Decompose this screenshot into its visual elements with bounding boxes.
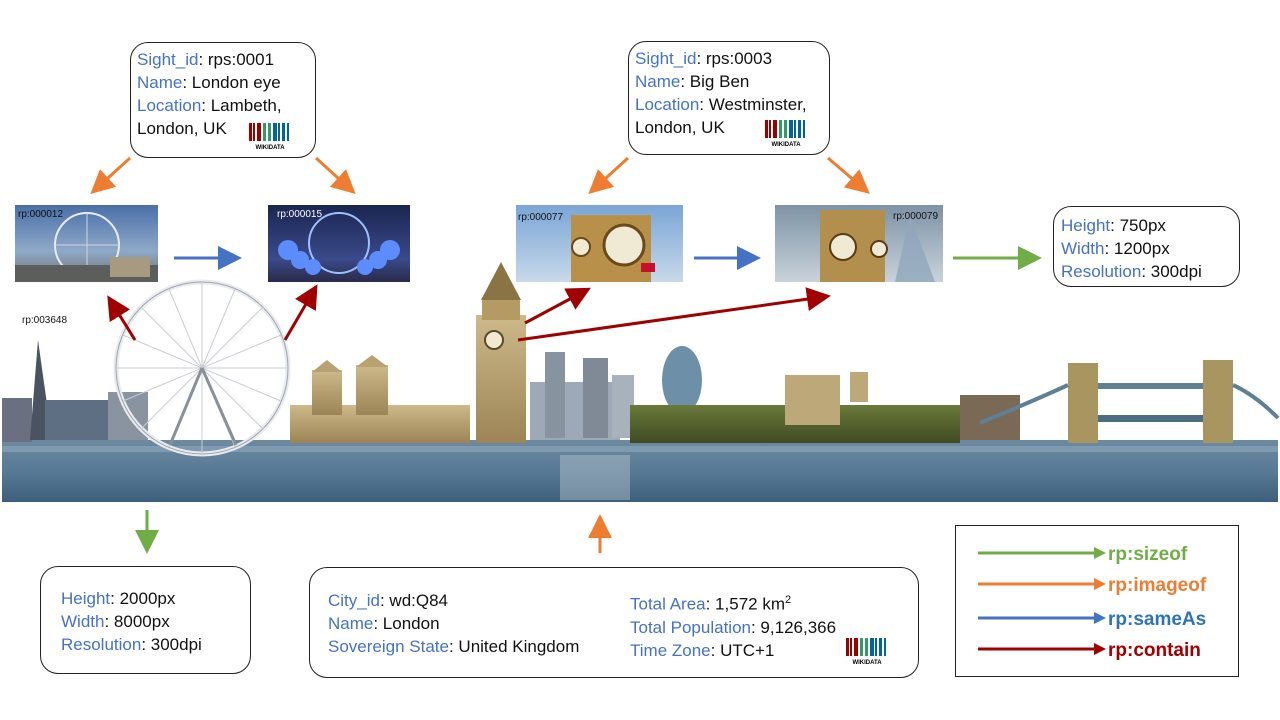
legend-label-contain: rp:contain: [1108, 640, 1201, 661]
time-zone-key: Time Zone: [630, 640, 711, 660]
sight-id-key: Sight_id: [635, 49, 697, 68]
resolution-key: Resolution: [61, 635, 142, 654]
height-key: Height: [1061, 216, 1111, 235]
legend-item-sameas: rp:sameAs: [956, 605, 1238, 635]
city-box: City_id: wd:Q84 Name: London Sovereign S…: [309, 567, 919, 678]
city-id-key: City_id: [328, 591, 380, 610]
total-area-key: Total Area: [630, 594, 706, 614]
wikidata-logo-icon: WIKIDATA: [844, 638, 890, 666]
arrow-imageof-ben1: [588, 156, 630, 195]
wikidata-logo-text: WIKIDATA: [852, 660, 882, 666]
location-value-line2: London, UK: [635, 118, 725, 137]
arrow-imageof-eye1: [90, 156, 132, 195]
contain-arrows: [107, 284, 831, 342]
width-value: : 1200px: [1104, 239, 1170, 258]
london-eye-thumbnail-1: [15, 205, 158, 282]
size-box-small: Height: 750px Width: 1200px Resolution: …: [1053, 206, 1240, 287]
arrow-contain-ben1: [524, 287, 591, 325]
time-zone-value: : UTC+1: [710, 640, 775, 660]
height-value: : 750px: [1110, 216, 1166, 235]
legend-item-contain: rp:contain: [956, 636, 1238, 666]
big-ben-thumbnail-2: [775, 205, 943, 282]
rp-label-000077: rp:000077: [518, 212, 564, 223]
rp-label-000012: rp:000012: [18, 209, 64, 220]
arrow-imageof-ben2: [827, 156, 870, 194]
wikidata-logo-icon: WIKIDATA: [247, 123, 293, 151]
london-eye-thumbnail-2: [268, 205, 410, 282]
wikidata-logo-text: WIKIDATA: [255, 145, 285, 151]
total-population-key: Total Population: [630, 617, 751, 637]
legend-label-imageof: rp:imageof: [1108, 575, 1207, 596]
city-name-key: Name: [328, 614, 374, 633]
name-key: Name: [137, 73, 183, 92]
resolution-value: : 300dpi: [141, 635, 202, 654]
rp-label-003648: rp:003648: [22, 315, 68, 326]
resolution-value: : 300dpi: [1141, 262, 1202, 281]
rp-label-000079: rp:000079: [893, 211, 939, 222]
height-key: Height: [61, 589, 111, 608]
location-key: Location: [137, 96, 202, 115]
big-ben-thumbnail-1: [516, 205, 683, 282]
sight-id-value: : rps:0003: [696, 49, 773, 68]
wikidata-logo-text: WIKIDATA: [771, 142, 801, 148]
arrow-contain-eye1: [107, 295, 137, 341]
arrow-contain-ben2: [517, 287, 831, 342]
sovereign-state-key: Sovereign State: [328, 637, 449, 656]
city-id-value: : wd:Q84: [379, 591, 449, 610]
width-key: Width: [61, 612, 105, 631]
resolution-key: Resolution: [1061, 262, 1142, 281]
legend-item-sizeof: rp:sizeof: [956, 540, 1238, 570]
legend: rp:sizeof rp:imageof rp:sameAs rp:contai…: [955, 525, 1239, 677]
height-value: : 2000px: [110, 589, 176, 608]
size-box-large: Height: 2000px Width: 8000px Resolution:…: [40, 566, 251, 674]
location-key: Location: [635, 95, 700, 114]
sight-id-value: : rps:0001: [198, 50, 275, 69]
legend-label-sizeof: rp:sizeof: [1108, 544, 1188, 565]
name-value: : Big Ben: [680, 72, 750, 91]
sight-box-big-ben: Sight_id: rps:0003 Name: Big Ben Locatio…: [628, 41, 830, 155]
width-key: Width: [1061, 239, 1105, 258]
area-unit-superscript: 2: [784, 594, 792, 606]
sight-box-london-eye: Sight_id: rps:0001 Name: London eye Loca…: [130, 42, 316, 158]
sizeof-arrows: [135, 246, 1042, 554]
imageof-arrows: [90, 156, 870, 553]
name-key: Name: [635, 72, 681, 91]
sight-id-key: Sight_id: [137, 50, 199, 69]
location-value-line2: London, UK: [137, 119, 227, 138]
rp-label-000015: rp:000015: [277, 209, 323, 220]
wikidata-logo-icon: WIKIDATA: [763, 120, 809, 148]
legend-item-imageof: rp:imageof: [956, 571, 1238, 601]
total-area-value: : 1,572 km: [705, 594, 785, 614]
name-value: : London eye: [182, 73, 281, 92]
width-value: : 8000px: [104, 612, 170, 631]
total-population-value: : 9,126,366: [750, 617, 837, 637]
sovereign-state-value: : United Kingdom: [448, 637, 580, 656]
arrow-imageof-eye2: [314, 156, 356, 195]
city-name-value: : London: [373, 614, 440, 633]
location-value: : Lambeth,: [201, 96, 282, 115]
location-value: : Westminster,: [699, 95, 807, 114]
legend-label-sameas: rp:sameAs: [1108, 609, 1207, 630]
arrow-contain-eye2: [283, 284, 318, 341]
